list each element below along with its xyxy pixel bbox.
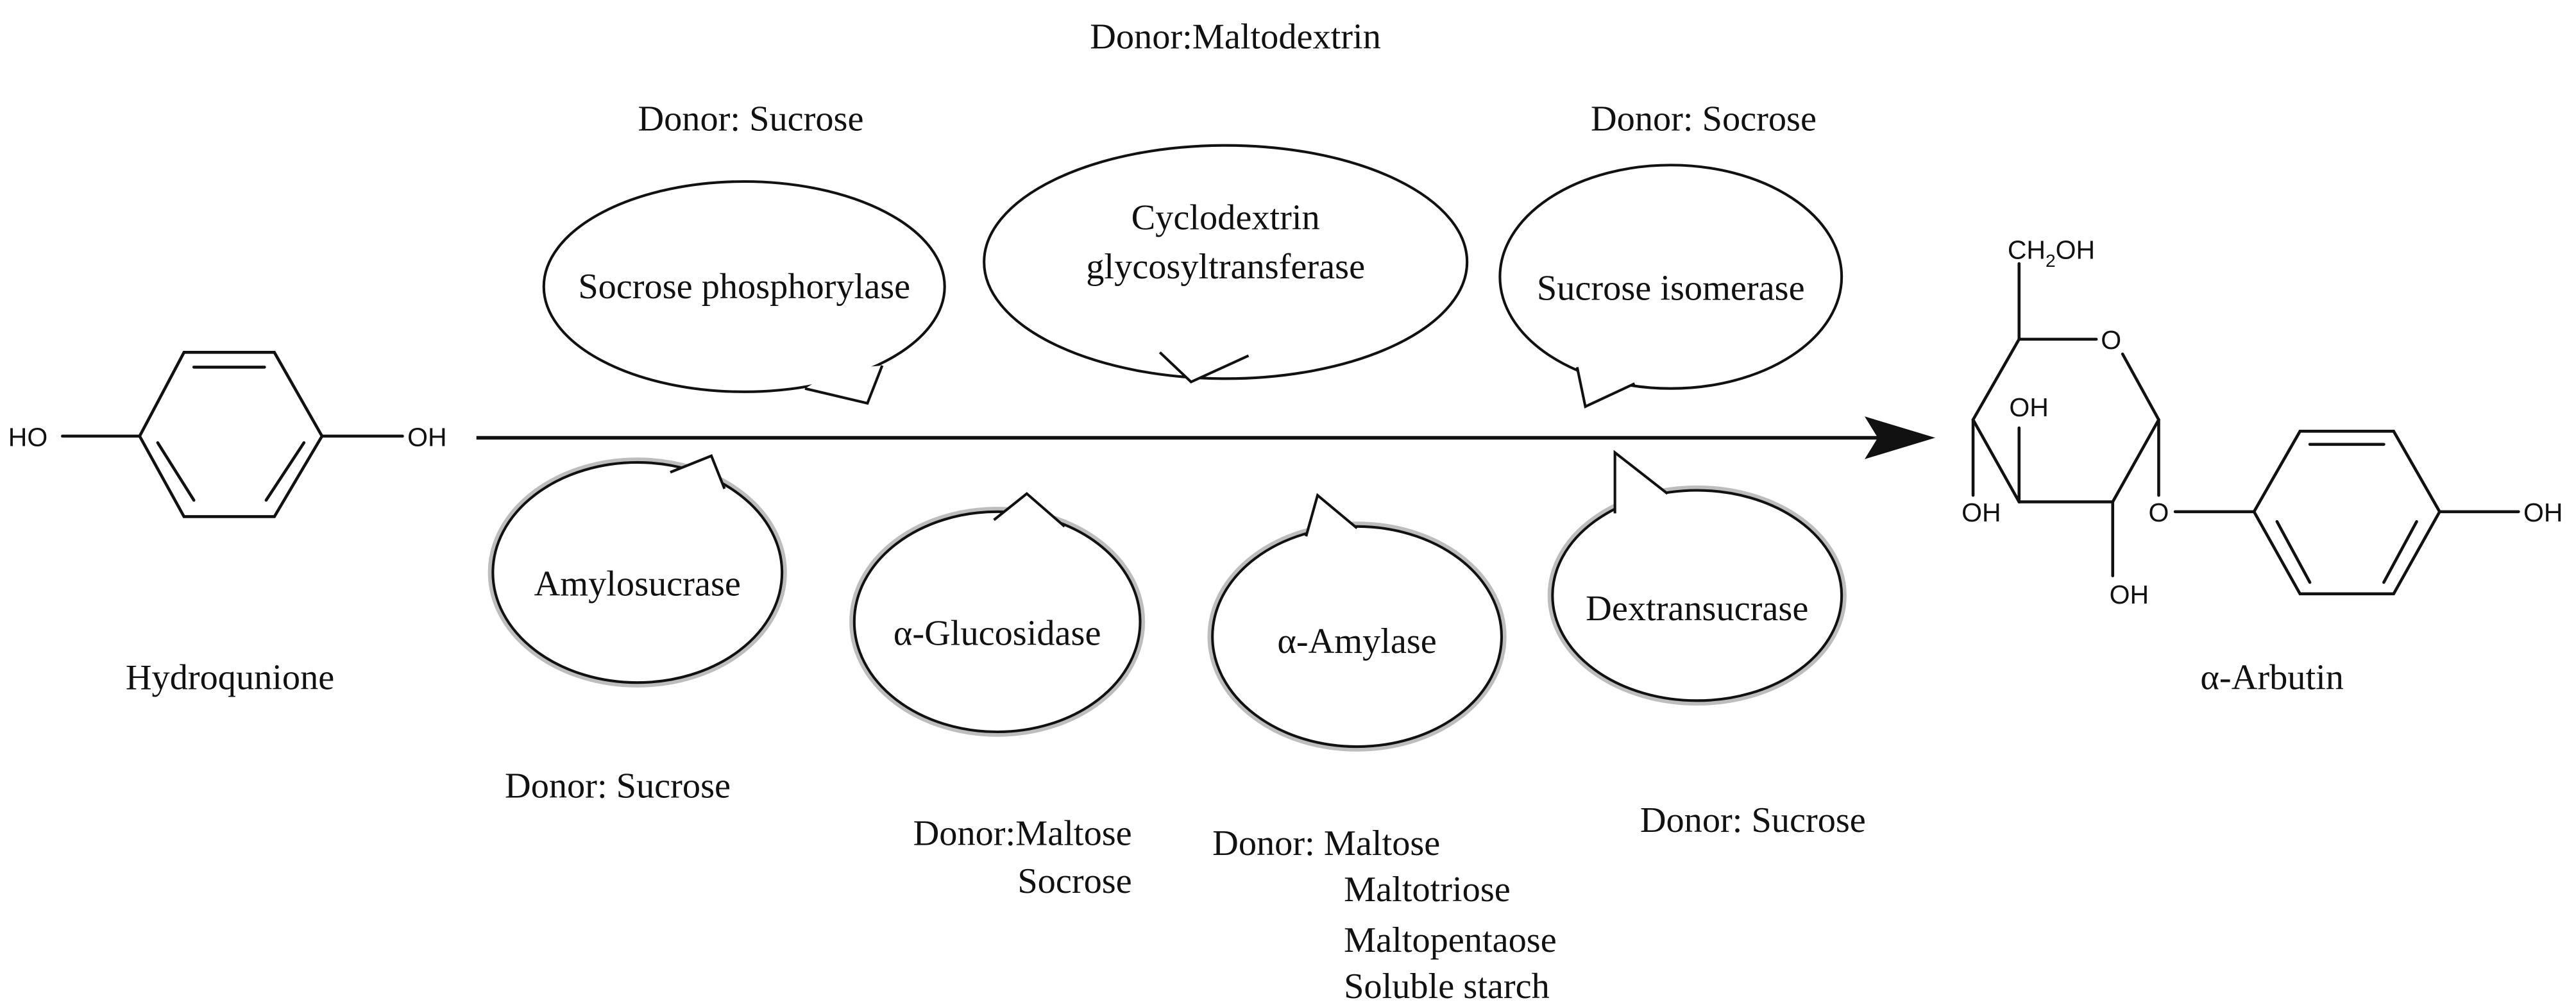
enzyme-name: Amylosucrase <box>534 564 741 604</box>
hydroxyl-label: OH <box>2523 498 2563 527</box>
donor-label: Maltopentaose <box>1344 920 1557 960</box>
bubble-tail-fill <box>805 365 883 403</box>
ch2oh-label: CH2OH <box>2008 235 2095 271</box>
bubble-outline <box>491 461 784 684</box>
ring-oxygen-label: O <box>2101 325 2121 355</box>
bubble-tail-fill <box>670 455 725 489</box>
bubble-tail <box>1305 493 1358 537</box>
bubble-outline <box>1498 164 1843 390</box>
hydroxyl-label: OH <box>407 422 446 452</box>
enzyme-name: α-Glucosidase <box>894 613 1101 653</box>
donor-label: Maltotriose <box>1344 870 1511 910</box>
donor-label: Donor:Maltodextrin <box>1090 17 1381 57</box>
hydroxyl-label: OH <box>2110 580 2149 609</box>
bubble-tail <box>993 491 1066 528</box>
hydroxyl-label: OH <box>1962 498 2001 527</box>
enzyme-name: α-Amylase <box>1277 622 1437 661</box>
arbutin-structure: CH2OH O O OH OH OH OH <box>1962 235 2563 609</box>
enzyme-bubble: α-Amylase <box>1207 493 1507 752</box>
donor-label: Socrose <box>1017 861 1131 901</box>
bubble-outline <box>852 510 1142 734</box>
donor-label: Donor: Sucrose <box>638 99 863 139</box>
enzyme-bubble: Sucrose isomerase <box>1498 164 1843 409</box>
bubble-tail-fill <box>1577 367 1635 407</box>
bubble-tail <box>670 454 726 489</box>
enzyme-bubble: Dextransucrase <box>1547 450 1847 706</box>
hydroxyl-label: HO <box>8 422 47 452</box>
bubble-tail-fill <box>1306 495 1357 541</box>
reaction-arrow <box>476 416 1936 459</box>
enzyme-bubble: Amylosucrase <box>487 454 787 688</box>
enzyme-name: glycosyltransferase <box>1086 247 1365 287</box>
donor-label: Donor: Sucrose <box>1640 800 1866 840</box>
enzyme-bubble: α-Glucosidase <box>849 491 1146 737</box>
bubble-tail <box>1575 367 1636 409</box>
bubble-tail-fill <box>1614 452 1668 514</box>
enzyme-bubble: Socrose phosphorylase <box>542 180 946 405</box>
bubble-outline <box>983 144 1469 380</box>
hydroquinone-structure: HO OH <box>8 351 447 518</box>
donor-label: Donor: Sucrose <box>505 766 731 806</box>
bubble-outline <box>542 180 946 393</box>
bubble-outline <box>1551 489 1843 702</box>
enzyme-name: Socrose phosphorylase <box>578 267 910 307</box>
donor-label: Donor:Maltose <box>913 814 1132 854</box>
donor-label: Donor: Socrose <box>1591 99 1817 139</box>
donor-label: Donor: Maltose <box>1212 824 1440 863</box>
enzyme-name: Dextransucrase <box>1586 589 1808 629</box>
enzyme-name: Cyclodextrin <box>1131 198 1320 237</box>
donor-label: Soluble starch <box>1344 967 1550 1006</box>
bubble-tail-fill <box>994 493 1065 532</box>
bubble-tail <box>804 365 884 405</box>
bubble-tail <box>1158 351 1250 384</box>
glycosidic-oxygen-label: O <box>2149 498 2169 527</box>
enzyme-bubble: Cyclodextrin glycosyltransferase <box>983 144 1469 384</box>
product-name: α-Arbutin <box>2200 657 2343 697</box>
bubble-tail <box>1613 450 1668 514</box>
hydroxyl-label: OH <box>2009 393 2048 422</box>
enzyme-name: Sucrose isomerase <box>1537 268 1805 308</box>
substrate-name: Hydroqunione <box>126 657 334 697</box>
